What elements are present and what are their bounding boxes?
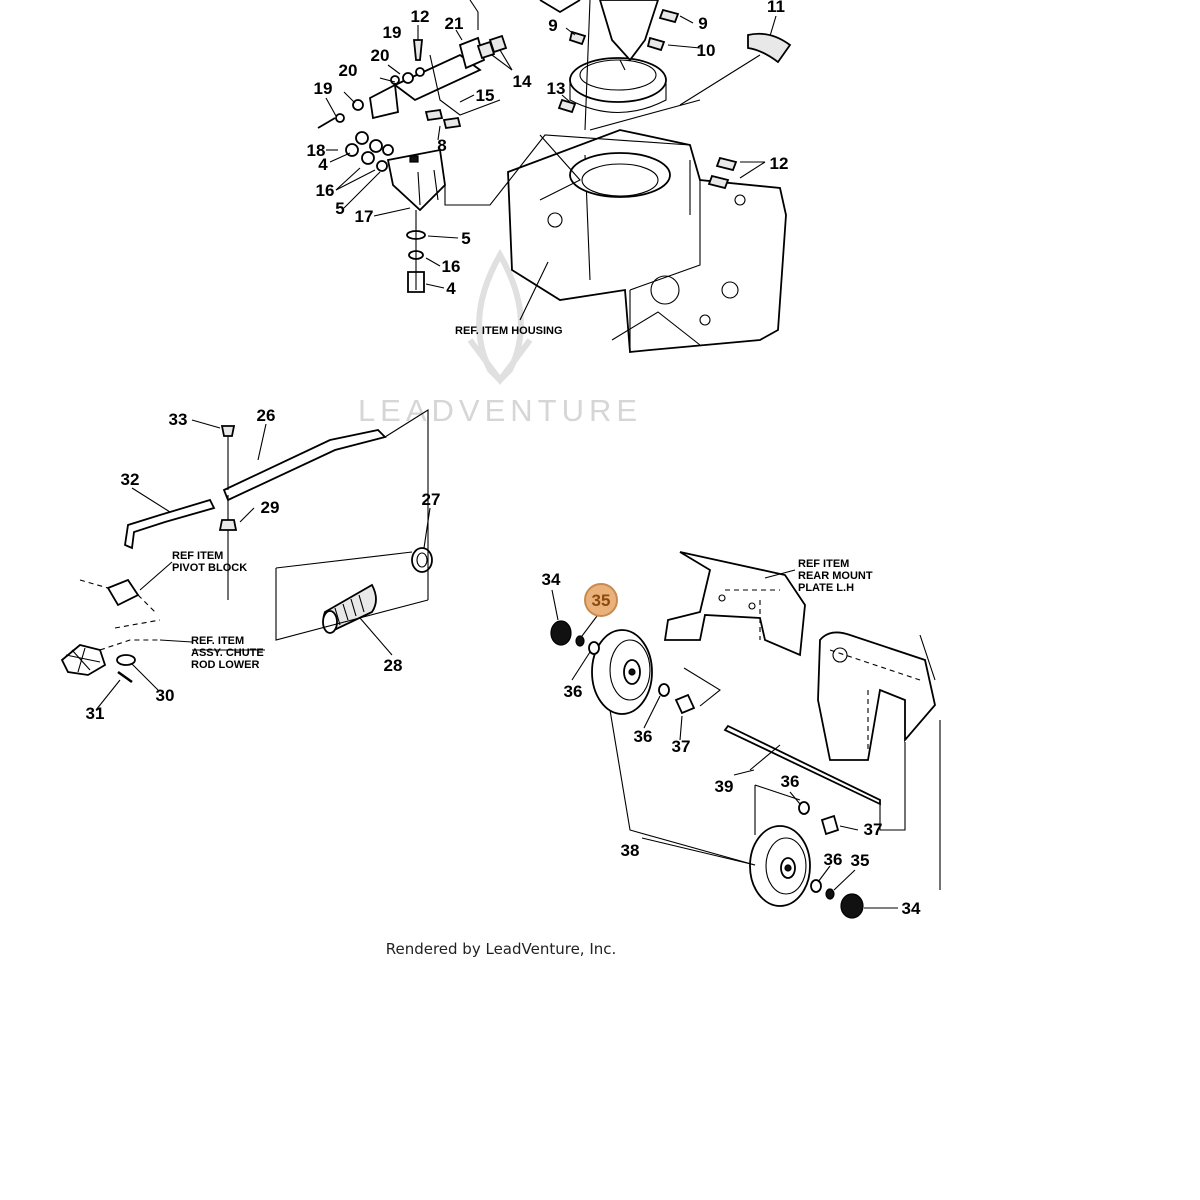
callout-31[interactable]: 31 [86,704,105,723]
callout-21[interactable]: 21 [445,14,464,33]
callout-13[interactable]: 13 [547,79,566,98]
ref-label-mount-line2: REAR MOUNT [798,570,873,582]
callout-16-b[interactable]: 16 [442,257,461,276]
footer-credit: Rendered by LeadVenture, Inc. [386,940,617,958]
callout-37-a[interactable]: 37 [672,737,691,756]
callout-9-a[interactable]: 9 [548,16,557,35]
highlight-marker[interactable] [584,583,618,617]
callout-26[interactable]: 26 [257,406,276,425]
callout-27[interactable]: 27 [422,490,441,509]
callout-20-a[interactable]: 20 [371,46,390,65]
ref-label-chute-line1: REF. ITEM [191,635,244,647]
callout-39[interactable]: 39 [715,777,734,796]
callout-4-b[interactable]: 4 [446,279,456,298]
callout-36-c[interactable]: 36 [781,772,800,791]
callout-32[interactable]: 32 [121,470,140,489]
highlighted-part-callout[interactable]: 35 [584,583,618,617]
bolt-set [557,8,738,190]
gear-icon [60,644,107,676]
ref-label-mount-line3: PLATE L.H [798,582,854,594]
callout-12-a[interactable]: 12 [411,7,430,26]
callout-5-b[interactable]: 5 [461,229,470,248]
bracket-assembly [317,0,691,293]
callout-labels: 12 21 19 20 20 19 14 15 18 4 8 16 5 17 5… [86,0,921,918]
callout-36-b[interactable]: 36 [634,727,653,746]
callout-19-b[interactable]: 19 [314,79,333,98]
ref-label-mount-line1: REF ITEM [798,558,849,570]
callout-35-b[interactable]: 35 [851,851,870,870]
callout-12-b[interactable]: 12 [770,154,789,173]
callout-9-b[interactable]: 9 [698,14,707,33]
wheel-assembly [550,551,941,919]
callout-37-b[interactable]: 37 [864,820,883,839]
callout-20-b[interactable]: 20 [339,61,358,80]
callout-18[interactable]: 18 [307,141,326,160]
callout-10[interactable]: 10 [697,41,716,60]
callout-34-a[interactable]: 34 [542,570,561,589]
callout-14[interactable]: 14 [513,72,532,91]
callout-28[interactable]: 28 [384,656,403,675]
callout-5-a[interactable]: 5 [335,199,344,218]
highlight-part-number[interactable]: 35 [592,591,611,610]
callout-15[interactable]: 15 [476,86,495,105]
ref-label-chute-line3: ROD LOWER [191,659,259,671]
callout-34-b[interactable]: 34 [902,899,921,918]
chute-rod-assembly [60,409,433,711]
ref-label-pivot-line2: PIVOT BLOCK [172,562,247,574]
callout-38[interactable]: 38 [621,841,640,860]
flame-logo-icon [467,248,533,385]
callout-30[interactable]: 30 [156,686,175,705]
callout-11[interactable]: 11 [767,0,785,16]
ref-label-housing: REF. ITEM HOUSING [455,325,563,337]
chute-housing-assembly [507,0,792,353]
callout-36-a[interactable]: 36 [564,682,583,701]
callout-4-a[interactable]: 4 [318,155,328,174]
callout-8[interactable]: 8 [437,136,446,155]
callout-19-a[interactable]: 19 [383,23,402,42]
ref-label-chute-line2: ASSY. CHUTE [191,647,264,659]
callout-36-d[interactable]: 36 [824,850,843,869]
watermark-text: LEADVENTURE [358,393,642,428]
callout-16-a[interactable]: 16 [316,181,335,200]
callout-17[interactable]: 17 [355,207,374,226]
watermark: LEADVENTURE [358,248,642,428]
callout-33[interactable]: 33 [169,410,188,429]
ref-labels: REF. ITEM HOUSING REF ITEM PIVOT BLOCK R… [172,325,873,671]
ref-label-pivot-line1: REF ITEM [172,550,223,562]
callout-29[interactable]: 29 [261,498,280,517]
